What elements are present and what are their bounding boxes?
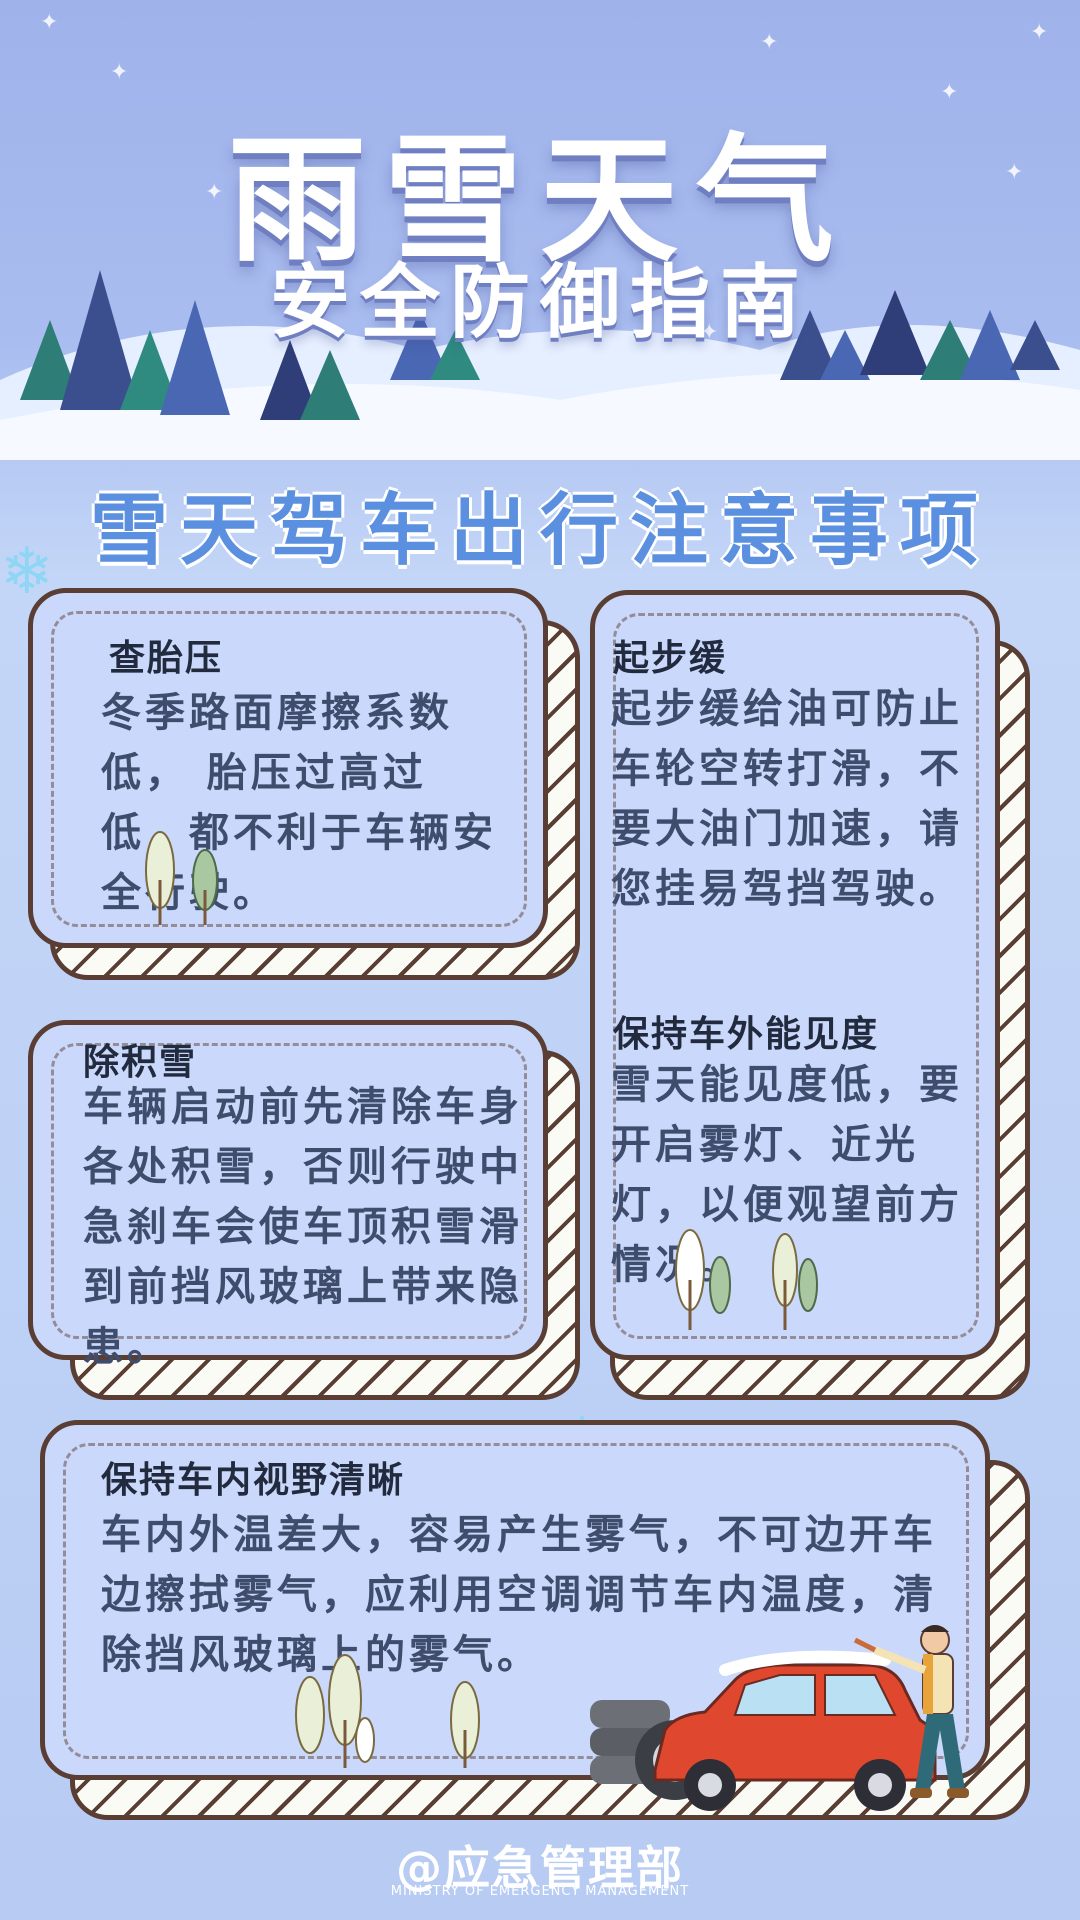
card-dash-border (51, 1043, 527, 1339)
card-dash-border (63, 1443, 969, 1759)
tree-icon (295, 1654, 480, 1768)
tree-icon (675, 1229, 818, 1330)
card-text: 车辆启动前先清除车身各处积雪，否则行驶中急刹车会使车顶积雪滑到前挡风玻璃上带来隐… (83, 1084, 523, 1370)
footer-subtitle: MINISTRY OF EMERGENCY MANAGEMENT (390, 1884, 690, 1899)
poster-title: 雨雪天气 (227, 120, 852, 281)
poster-subtitle: 安全防御指南 (270, 256, 810, 349)
card-text: 冬季路面摩擦系数低， 胎压过高过低，都不利于车辆安全行驶。 (101, 690, 497, 916)
snow-star: ✦ (205, 180, 224, 205)
card-title: 保持车外能见度 (613, 1014, 880, 1055)
snow-star: ✦ (1005, 160, 1024, 185)
card-clear-snow: 除积雪 车辆启动前先清除车身各处积雪，否则行驶中急刹车会使车顶积雪滑到前挡风玻璃… (28, 1020, 548, 1370)
section-title: 雪天驾车出行注意事项 (89, 486, 990, 576)
footer-brand: @应急管理部 (396, 1841, 684, 1895)
card-gentle-start: 起步缓 起步缓给油可防止车轮空转打滑，不要大油门加速，请您挂易驾挡驾驶。 保持车… (590, 590, 1000, 1360)
card-text: 起步缓给油可防止车轮空转打滑，不要大油门加速，请您挂易驾挡驾驶。 (611, 686, 963, 912)
snow-star: ✦ (110, 60, 129, 85)
card-title: 除积雪 (83, 1042, 198, 1083)
card-dash-border (51, 611, 527, 927)
card-title: 起步缓 (613, 638, 728, 679)
person-illustration (853, 1625, 969, 1798)
car-scene (590, 1625, 969, 1811)
snow-star: ✦ (760, 30, 779, 55)
snow-star: ✦ (40, 10, 59, 35)
tree-icon (145, 831, 218, 925)
tree-icon (20, 270, 1060, 420)
card-tire-pressure: 查胎压 冬季路面摩擦系数低， 胎压过高过低，都不利于车辆安全行驶。 (28, 588, 548, 948)
snow-star: ✦ (1030, 20, 1049, 45)
card-dash-border (613, 613, 979, 1339)
card-inside-visibility: 保持车内视野清晰 车内外温差大，容易产生雾气，不可边开车边擦拭雾气，应利用空调调… (40, 1420, 990, 1780)
card-text: 雪天能见度低，要开启雾灯、近光灯，以便观望前方情况。 (611, 1062, 963, 1288)
snow-star: ✦ (940, 80, 959, 105)
card-title: 保持车内视野清晰 (101, 1460, 406, 1501)
card-title: 查胎压 (109, 638, 224, 679)
card-text: 车内外温差大，容易产生雾气，不可边开车边擦拭雾气，应利用空调调节车内温度，清除挡… (101, 1512, 937, 1678)
winter-landscape (0, 270, 1080, 460)
car-illustration (653, 1650, 937, 1811)
